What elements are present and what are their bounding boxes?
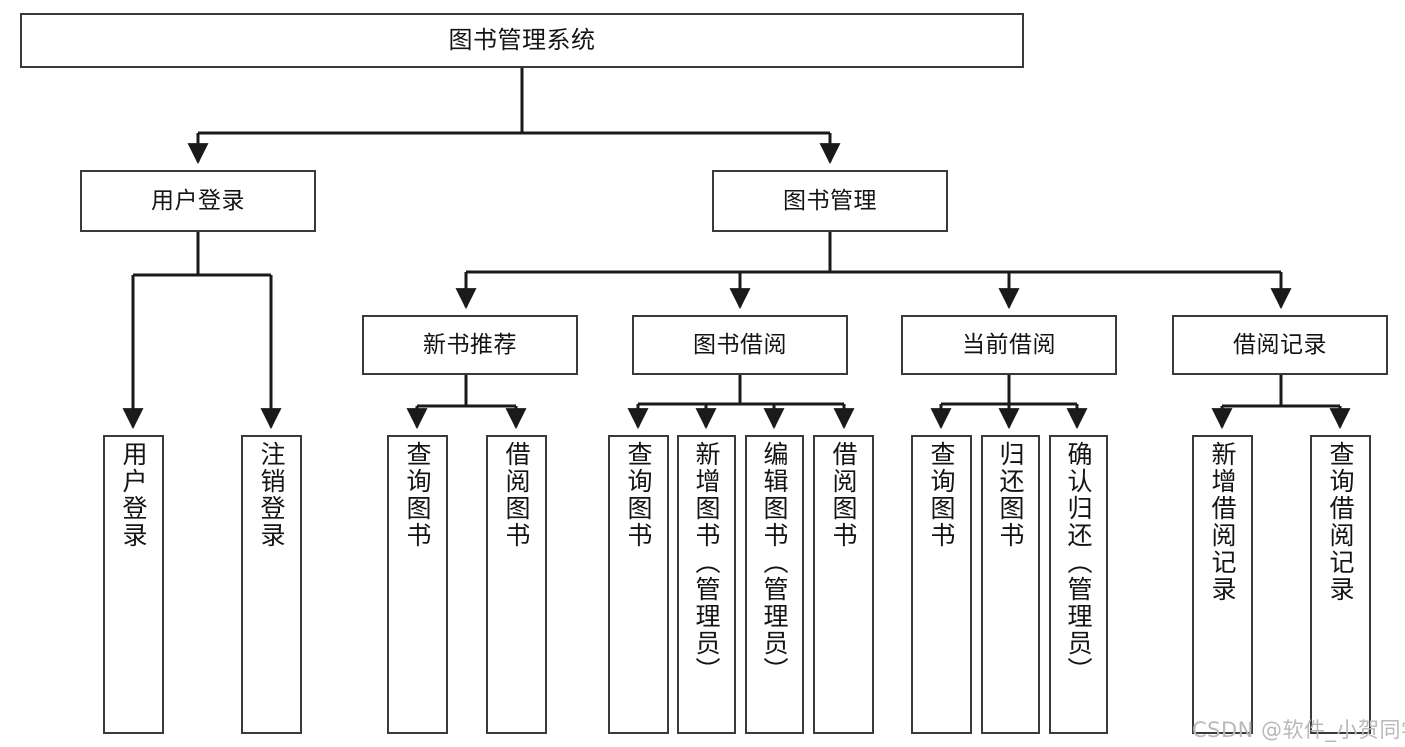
node-label: 注销登录 [257, 441, 286, 549]
node-label: 图书管理 [783, 187, 877, 214]
node-label: 查询图书 [927, 441, 956, 549]
node-label: 确认归还（管理员） [1064, 441, 1093, 684]
node-book-management-system[interactable]: 图书管理系统 [20, 13, 1024, 68]
leaf-query-book-new[interactable]: 查询图书 [387, 435, 448, 734]
node-label: 新书推荐 [423, 331, 517, 358]
leaf-add-book[interactable]: 新增图书（管理员） [677, 435, 736, 734]
node-label: 图书借阅 [693, 331, 787, 358]
node-label: 用户登录 [151, 187, 245, 214]
node-label: 编辑图书（管理员） [760, 441, 789, 684]
node-label: 用户登录 [119, 441, 148, 549]
node-borrow-record[interactable]: 借阅记录 [1172, 315, 1388, 375]
leaf-borrow-book-borrow[interactable]: 借阅图书 [813, 435, 874, 734]
node-user-login[interactable]: 用户登录 [80, 170, 316, 232]
leaf-return-book[interactable]: 归还图书 [981, 435, 1040, 734]
node-label: 图书管理系统 [448, 25, 596, 54]
node-book-borrow[interactable]: 图书借阅 [632, 315, 848, 375]
watermark: CSDN @软件_小贺同学 [1192, 718, 1405, 742]
leaf-borrow-book-new[interactable]: 借阅图书 [486, 435, 547, 734]
node-book-management[interactable]: 图书管理 [712, 170, 948, 232]
node-label: 新增借阅记录 [1208, 441, 1237, 603]
node-current-borrow[interactable]: 当前借阅 [901, 315, 1117, 375]
leaf-user-login[interactable]: 用户登录 [103, 435, 164, 734]
leaf-logout-login[interactable]: 注销登录 [241, 435, 302, 734]
leaf-query-book-current[interactable]: 查询图书 [911, 435, 972, 734]
node-label: 借阅记录 [1233, 331, 1327, 358]
node-label: 当前借阅 [962, 331, 1056, 358]
node-label: 查询借阅记录 [1326, 441, 1355, 603]
node-label: 新增图书（管理员） [692, 441, 721, 684]
leaf-add-borrow-record[interactable]: 新增借阅记录 [1192, 435, 1253, 734]
leaf-confirm-return[interactable]: 确认归还（管理员） [1049, 435, 1108, 734]
leaf-edit-book[interactable]: 编辑图书（管理员） [745, 435, 804, 734]
node-label: 查询图书 [624, 441, 653, 549]
node-label: 借阅图书 [502, 441, 531, 549]
node-new-book-recommend[interactable]: 新书推荐 [362, 315, 578, 375]
leaf-query-borrow-record[interactable]: 查询借阅记录 [1310, 435, 1371, 734]
node-label: 查询图书 [403, 441, 432, 549]
node-label: 归还图书 [996, 441, 1025, 549]
leaf-query-book-borrow[interactable]: 查询图书 [608, 435, 669, 734]
node-label: 借阅图书 [829, 441, 858, 549]
